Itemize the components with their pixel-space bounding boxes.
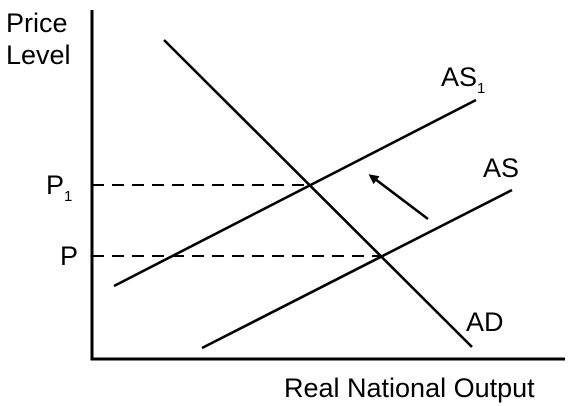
x-axis-label: Real National Output bbox=[284, 373, 535, 403]
y-axis-label-line2: Level bbox=[6, 40, 71, 70]
ad-curve bbox=[163, 39, 473, 348]
as-curve bbox=[201, 188, 513, 350]
price-p1-label: P1 bbox=[46, 170, 72, 205]
as1-curve-label: AS1 bbox=[441, 62, 485, 97]
as1-curve bbox=[113, 98, 477, 288]
y-axis-label-line1: Price bbox=[6, 8, 68, 38]
shift-arrow-icon bbox=[368, 174, 429, 221]
as-curve-label: AS bbox=[483, 153, 519, 183]
price-p-label: P bbox=[60, 241, 78, 271]
ad-curve-label: AD bbox=[466, 307, 504, 337]
